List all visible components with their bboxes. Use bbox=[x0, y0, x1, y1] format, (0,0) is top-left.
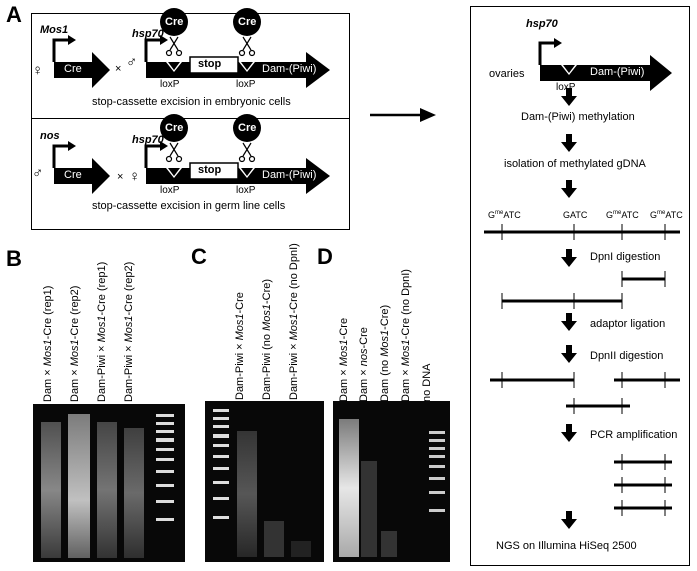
gel-c-image bbox=[205, 401, 324, 562]
gel-c-lane-label-1: Dam-Piwi × Mos1-Cre bbox=[234, 292, 246, 400]
step-dpni-digestion: DpnI digestion bbox=[590, 251, 661, 263]
cross2-reporter-sex: ♀ bbox=[129, 168, 141, 185]
workflow-loxp: loxP bbox=[556, 82, 576, 93]
gel-d-lane-label-3: Dam (no Mos1-Cre) bbox=[379, 304, 391, 402]
cross2-driver-cre: Cre bbox=[64, 169, 82, 181]
workflow-fusion-label: Dam-(Piwi) bbox=[590, 66, 645, 78]
workflow-box bbox=[470, 6, 690, 566]
gel-d-image bbox=[333, 401, 450, 562]
cross2-cre-protein-1: Cre bbox=[165, 122, 184, 134]
cross2-stop-label: stop bbox=[198, 164, 222, 176]
gel-b-lane-label-4: Dam-Piwi × Mos1-Cre (rep2) bbox=[123, 261, 135, 402]
cross2-loxp-2: loxP bbox=[236, 185, 256, 196]
cross2-caption: stop-cassette excision in germ line cell… bbox=[92, 200, 286, 212]
cross2-reporter-construct bbox=[144, 114, 330, 194]
cross1-loxp-2: loxP bbox=[236, 79, 256, 90]
workflow-tissue: ovaries bbox=[489, 68, 525, 80]
cross2-driver-sex: ♂ bbox=[32, 165, 44, 182]
cross2-fusion-label: Dam-(Piwi) bbox=[262, 169, 317, 181]
step-dpnii-digestion: DpnII digestion bbox=[590, 350, 664, 362]
panel-label-b: B bbox=[6, 246, 22, 271]
gel-b-image bbox=[33, 404, 185, 562]
cross1-driver-gene: Mos1 bbox=[40, 24, 69, 36]
cross1-driver-construct bbox=[52, 35, 110, 88]
cross1-caption: stop-cassette excision in embryonic cell… bbox=[92, 96, 291, 108]
gel-d-lane-label-2: Dam × nos-Cre bbox=[358, 327, 370, 402]
panel-label-c: C bbox=[191, 244, 207, 269]
gel-d-lane-label-4: Dam × Mos1-Cre (no DpnI) bbox=[400, 269, 412, 402]
step-adaptor-ligation: adaptor ligation bbox=[590, 318, 666, 330]
cross1-reporter-construct bbox=[144, 8, 330, 88]
cross1-promoter: hsp70 bbox=[132, 28, 164, 40]
gel-c-lane-label-2: Dam-Piwi (no Mos1-Cre) bbox=[261, 278, 273, 400]
site-label-4: GmeATC bbox=[650, 210, 683, 220]
site-label-1: GmeATC bbox=[488, 210, 521, 220]
right-arrow-icon bbox=[370, 108, 436, 122]
cross2-cross-symbol: × bbox=[117, 171, 124, 183]
panel-label-a: A bbox=[6, 2, 22, 27]
cross1-driver-cre: Cre bbox=[64, 63, 82, 75]
step-isolation: isolation of methylated gDNA bbox=[504, 158, 646, 170]
step-methylation: Dam-(Piwi) methylation bbox=[521, 111, 635, 123]
gel-d-lane-label-1: Dam × Mos1-Cre bbox=[338, 317, 350, 402]
site-label-2: GATC bbox=[563, 210, 588, 220]
cross1-reporter-sex: ♂ bbox=[126, 54, 138, 71]
gel-b-lane-label-2: Dam × Mos1-Cre (rep2) bbox=[69, 285, 81, 402]
cross2-driver-gene: nos bbox=[40, 130, 60, 142]
gel-b-lane-label-3: Dam-Piwi × Mos1-Cre (rep1) bbox=[96, 261, 108, 402]
scissors-icon bbox=[165, 36, 256, 57]
cross1-cross-symbol: × bbox=[115, 63, 122, 75]
cross1-stop-label: stop bbox=[198, 58, 222, 70]
crosses-box bbox=[31, 13, 350, 230]
cross1-fusion-label: Dam-(Piwi) bbox=[262, 63, 317, 75]
site-label-3: GmeATC bbox=[606, 210, 639, 220]
cross2-driver-construct bbox=[52, 141, 110, 194]
down-arrow-icon bbox=[561, 88, 577, 529]
cross1-cre-protein-2: Cre bbox=[238, 16, 257, 28]
cross1-driver-sex: ♀ bbox=[32, 62, 44, 79]
gel-b-lane-label-1: Dam × Mos1-Cre (rep1) bbox=[42, 285, 54, 402]
cross1-cre-protein-1: Cre bbox=[165, 16, 184, 28]
cross2-cre-protein-2: Cre bbox=[238, 122, 257, 134]
cross1-loxp-1: loxP bbox=[160, 79, 180, 90]
step-ngs: NGS on Illumina HiSeq 2500 bbox=[496, 540, 637, 552]
gel-d-lane-label-5: no DNA bbox=[421, 363, 433, 402]
workflow-promoter: hsp70 bbox=[526, 18, 558, 30]
crosses-divider bbox=[31, 118, 350, 119]
gel-c-lane-label-3: Dam-Piwi × Mos1-Cre (no DpnI) bbox=[288, 243, 300, 400]
cross2-loxp-1: loxP bbox=[160, 185, 180, 196]
cross2-promoter: hsp70 bbox=[132, 134, 164, 146]
panel-label-d: D bbox=[317, 244, 333, 269]
step-pcr-amplification: PCR amplification bbox=[590, 429, 678, 441]
